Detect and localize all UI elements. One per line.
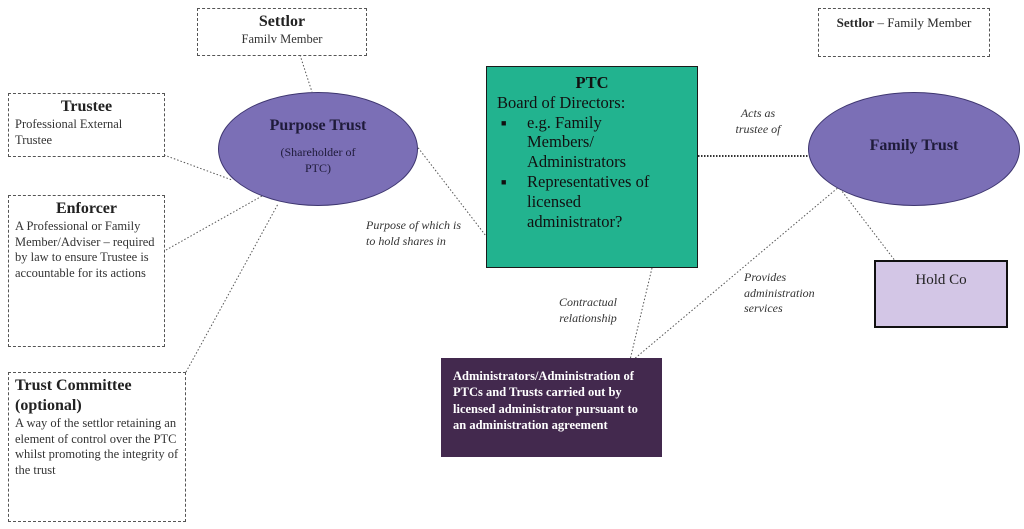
ptc-bullet-item: e.g. Family Members/ Administrators <box>501 113 643 172</box>
trustee-title: Trustee <box>60 98 113 115</box>
trust-committee-title: Trust Committee (optional) <box>15 377 132 414</box>
contractual-relationship-label: Contractual relationship <box>558 295 617 325</box>
acts-as-trustee-label: Acts as trustee of <box>735 106 781 136</box>
ptc-bullet-list: e.g. Family Members/ Administrators Repr… <box>497 113 687 232</box>
family-trust-ellipse: Family Trust <box>808 92 1020 206</box>
purpose-of-label: Purpose of which is to hold shares in <box>366 218 461 248</box>
line-family-admin <box>632 185 841 361</box>
settlor-title: Settlor <box>258 13 306 30</box>
purpose-trust-subtitle: (Shareholder of PTC) <box>280 145 356 175</box>
line-enforcer-purpose <box>165 195 263 251</box>
line-committee-purpose <box>185 203 279 373</box>
settlor-family-title: Settlor <box>836 15 875 30</box>
family-trust-title: Family Trust <box>869 137 959 154</box>
enforcer-box: Enforcer A Professional or Family Member… <box>8 195 165 347</box>
enforcer-title: Enforcer <box>55 200 117 217</box>
provides-admin-label: Provides administration services <box>744 270 815 316</box>
trustee-text: Professional External Trustee <box>15 117 123 147</box>
line-settlor-purpose <box>299 54 313 93</box>
trust-committee-text: A way of the settlor retaining an elemen… <box>15 416 179 477</box>
enforcer-text: A Professional or Family Member/Adviser … <box>15 219 155 280</box>
ptc-box: PTC Board of Directors: e.g. Family Memb… <box>486 66 698 268</box>
administrators-text: Administrators/Administration of PTCs an… <box>453 369 638 432</box>
settlor-family-text: – Family Member <box>874 15 972 30</box>
ptc-bullet-item: Representatives of licensed administrato… <box>501 172 677 231</box>
administrators-box: Administrators/Administration of PTCs an… <box>441 358 662 457</box>
settlor-text: Familv Member <box>241 32 323 46</box>
purpose-trust-ellipse: Purpose Trust (Shareholder of PTC) <box>218 92 418 206</box>
line-trustee-purpose <box>163 154 233 181</box>
settlor-family-box: Settlor – Family Member <box>818 8 990 57</box>
purpose-trust-title: Purpose Trust <box>269 117 367 134</box>
hold-co-label: Hold Co <box>915 272 967 288</box>
trust-committee-box: Trust Committee (optional) A way of the … <box>8 372 186 522</box>
hold-co-box: Hold Co <box>874 260 1008 328</box>
trustee-box: Trustee Professional External Trustee <box>8 93 165 157</box>
ptc-subtitle: Board of Directors: <box>497 92 626 112</box>
line-purpose-ptc <box>415 144 487 237</box>
settlor-box: Settlor Familv Member <box>197 8 367 56</box>
ptc-title: PTC <box>575 73 609 92</box>
